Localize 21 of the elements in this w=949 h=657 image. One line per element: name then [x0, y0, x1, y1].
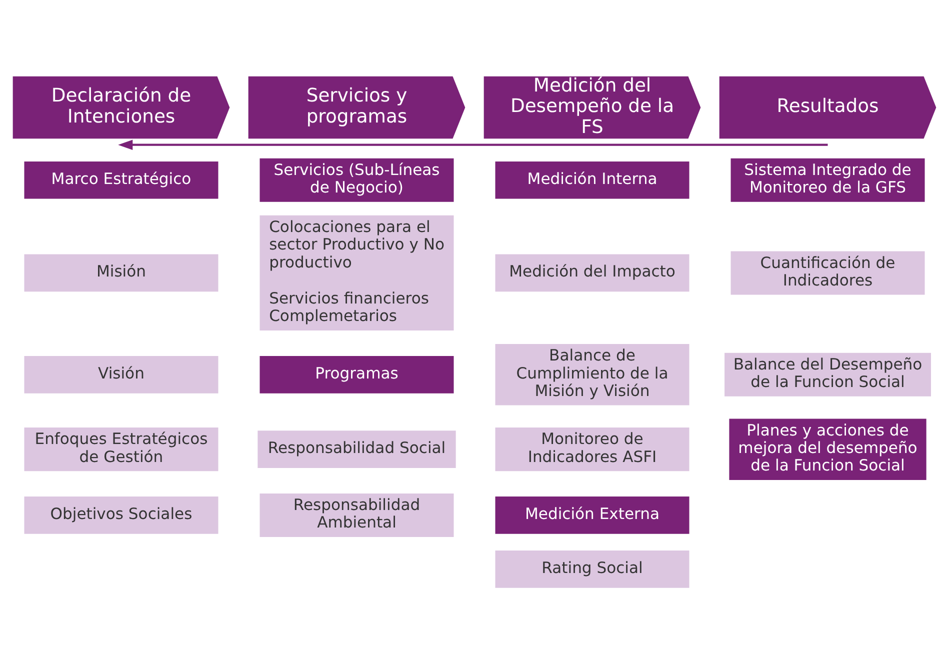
- node-box: Objetivos Sociales: [24, 496, 218, 534]
- node-box: Balance de Cumplimiento de la Misión y Visión: [495, 344, 690, 405]
- node-box: Responsabilidad Social: [258, 430, 456, 468]
- node-box: Rating Social: [495, 550, 690, 588]
- node-box: Medición Interna: [495, 160, 690, 198]
- node-box: Monitoreo de Indicadores ASFI: [495, 427, 690, 471]
- node-box: Colocaciones para el sector Productivo y No productivo Servicios financieros Complemetarios: [260, 214, 454, 330]
- node-box: Balance del Desempeño de la Funcion Social: [724, 352, 931, 396]
- node-box: Cuantificación de Indicadores: [730, 250, 925, 294]
- node-box: Enfoques Estratégicos de Gestión: [24, 427, 218, 471]
- node-box: Servicios (Sub-Líneas de Negocio): [260, 158, 454, 202]
- node-box: Medición del Impacto: [495, 254, 690, 292]
- node-box: Responsabilidad Ambiental: [260, 492, 454, 537]
- node-box: Sistema Integrado de Monitoreo de la GFS: [730, 158, 925, 202]
- arrow: [118, 139, 828, 150]
- node-box: Planes y acciones de mejora del desempeño de la Funcion Social: [729, 418, 926, 480]
- node-box: Misión: [24, 254, 218, 292]
- node-box: Medición Externa: [495, 496, 690, 534]
- node-box: Marco Estratégico: [24, 160, 218, 198]
- node-box: Visión: [24, 355, 218, 393]
- node-box: Programas: [260, 355, 454, 393]
